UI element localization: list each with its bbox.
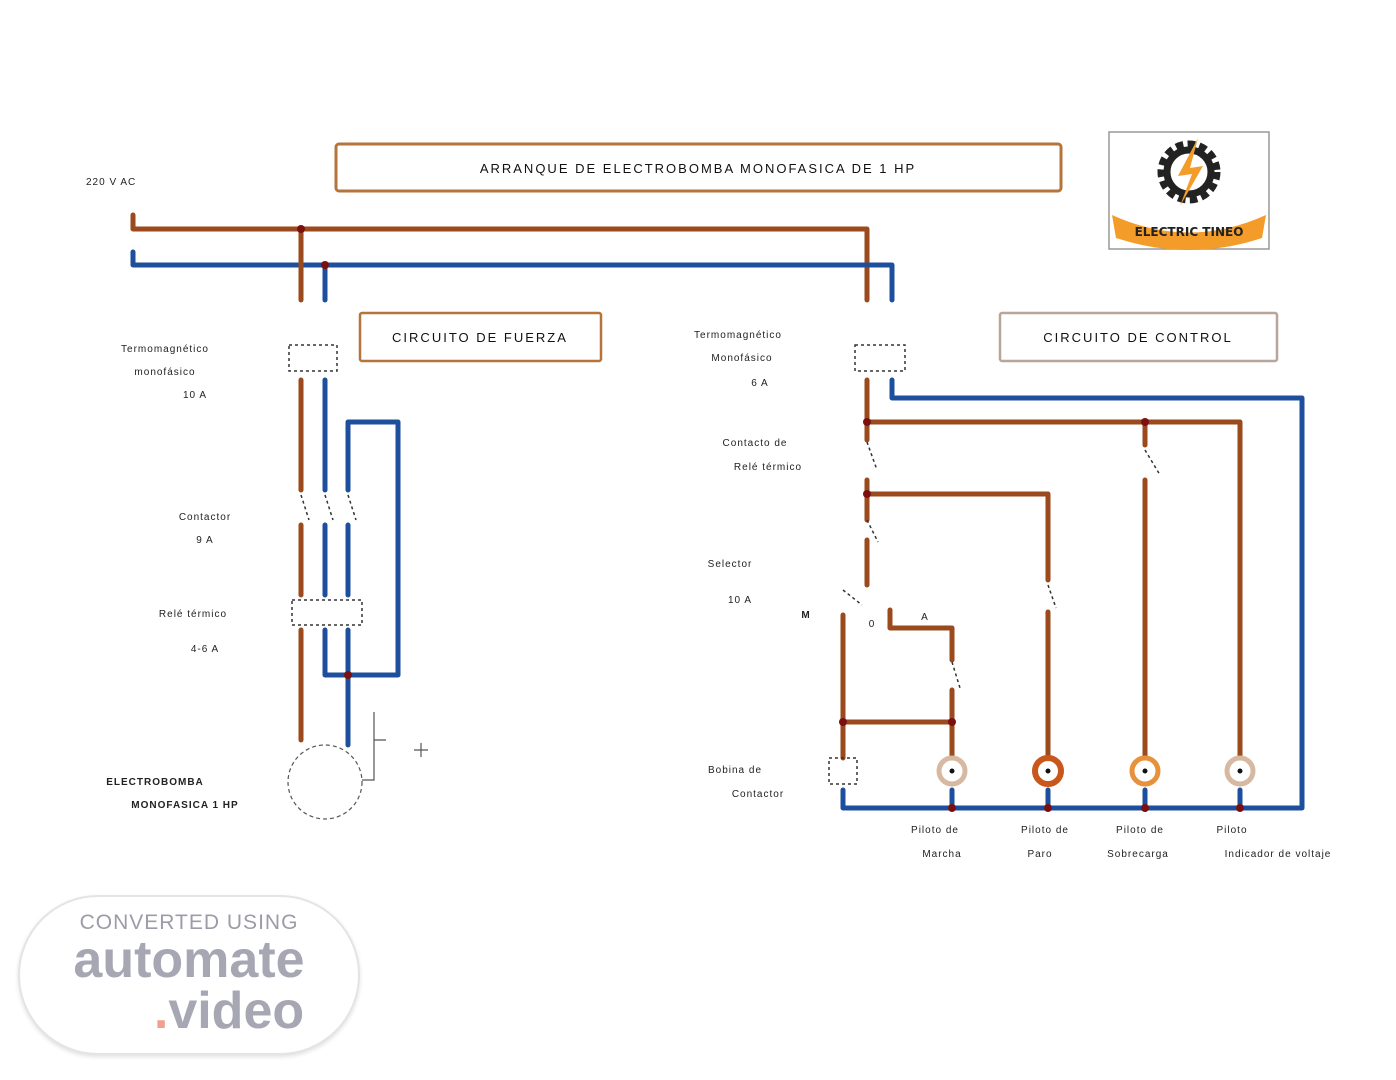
label: MONOFASICA 1 HP xyxy=(131,800,238,811)
label: Sobrecarga xyxy=(1107,849,1169,860)
power-circuit-box: CIRCUITO DE FUERZA xyxy=(358,311,603,363)
control-contacts-symbol xyxy=(842,441,1161,689)
label: 10 A xyxy=(183,390,207,401)
label: Relé térmico xyxy=(734,462,802,473)
selector-mark-a: A xyxy=(921,612,929,623)
label: Termomagnético xyxy=(694,330,782,341)
label: Bobina de xyxy=(708,765,762,776)
selector-mark-0: 0 xyxy=(869,619,876,630)
label: Paro xyxy=(1027,849,1052,860)
label: monofásico xyxy=(134,367,195,378)
label: 9 A xyxy=(196,535,213,546)
control-breaker-symbol xyxy=(854,344,906,372)
label: 4-6 A xyxy=(191,644,219,655)
label: Contactor xyxy=(179,512,231,523)
label: Monofásico xyxy=(711,353,772,364)
watermark-line2: automate xyxy=(73,931,305,989)
logo-text: ELECTRIC TINEO xyxy=(1135,225,1244,239)
watermark-line3: .video xyxy=(20,985,358,1037)
title-box: ARRANQUE DE ELECTROBOMBA MONOFASICA DE 1… xyxy=(334,142,1063,193)
pilot-lamp-voltage xyxy=(1224,755,1256,787)
motor-symbol xyxy=(287,744,363,820)
lightning-icon xyxy=(1178,138,1203,206)
label: Contacto de xyxy=(723,438,788,449)
control-circuit-title: CIRCUITO DE CONTROL xyxy=(1043,330,1232,345)
label: Piloto xyxy=(1216,825,1247,836)
label: Piloto de xyxy=(911,825,959,836)
power-labels: Termomagnético monofásico 10 A Contactor… xyxy=(106,344,238,811)
label: ELECTROBOMBA xyxy=(106,777,204,788)
gear-icon xyxy=(1157,140,1221,204)
watermark-line1: CONVERTED USING xyxy=(79,911,299,934)
label: Indicador de voltaje xyxy=(1225,849,1332,860)
pilot-lamp-overload xyxy=(1129,755,1161,787)
electric-tineo-logo: ELECTRIC TINEO xyxy=(1108,131,1270,250)
label: Selector xyxy=(708,559,753,570)
thermal-relay-symbol xyxy=(291,599,363,626)
watermark-dot: . xyxy=(153,982,169,1040)
diagram-title: ARRANQUE DE ELECTROBOMBA MONOFASICA DE 1… xyxy=(480,161,916,176)
label: Piloto de xyxy=(1116,825,1164,836)
label: Relé térmico xyxy=(159,609,227,620)
label: 6 A xyxy=(751,378,768,389)
label: 10 A xyxy=(728,595,752,606)
coil-symbol xyxy=(828,757,858,785)
junctions xyxy=(297,225,1244,812)
pilot-lamp-run xyxy=(936,755,968,787)
control-labels: Termomagnético Monofásico 6 A Contacto d… xyxy=(694,330,1332,860)
ground-symbol xyxy=(362,712,428,781)
contactor-contacts-symbol xyxy=(300,494,357,521)
label: Marcha xyxy=(922,849,961,860)
wiring xyxy=(130,212,1305,811)
selector-mark-m: M xyxy=(801,610,810,621)
label: Termomagnético xyxy=(121,344,209,355)
power-breaker-symbol xyxy=(288,344,338,372)
control-circuit-box: CIRCUITO DE CONTROL xyxy=(998,311,1279,363)
pilot-lamps xyxy=(936,755,1256,787)
pilot-lamp-stop xyxy=(1032,755,1064,787)
watermark: CONVERTED USING automate .video xyxy=(18,895,360,1055)
supply-label: 220 V AC xyxy=(86,177,136,188)
label: Contactor xyxy=(732,789,784,800)
power-circuit-title: CIRCUITO DE FUERZA xyxy=(392,330,568,345)
label: Piloto de xyxy=(1021,825,1069,836)
watermark-video: video xyxy=(168,982,305,1040)
